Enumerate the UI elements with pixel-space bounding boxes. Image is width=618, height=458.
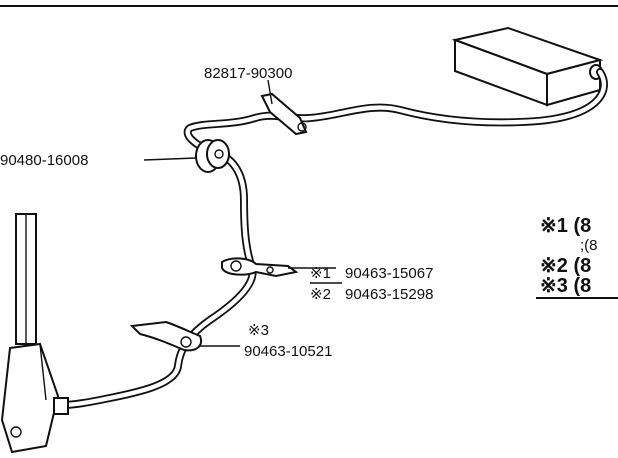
legend-note-1: ※1 (8 — [540, 215, 591, 237]
label-clamp-3-part-number: 90463-10521 — [244, 343, 332, 360]
cable-clamp-3 — [129, 320, 202, 352]
label-grommet-part-number: 90480-16008 — [0, 152, 88, 169]
note-mark-1: ※1 — [310, 265, 331, 282]
antenna-cable — [58, 68, 608, 409]
label-bracket-part-number: 82817-90300 — [204, 65, 292, 82]
antenna-mast — [0, 213, 69, 454]
cable-clamp-1-2 — [221, 257, 299, 278]
cable-bracket — [260, 92, 308, 136]
note-mark-2: ※2 — [310, 286, 331, 303]
leader-lines — [143, 79, 336, 347]
note-mark-3: ※3 — [248, 322, 269, 339]
cable-grommet — [195, 139, 230, 173]
legend-note-3: ※3 (8 — [540, 275, 591, 297]
receiver-box — [451, 26, 604, 107]
notes-legend: ※1 (8 ;(8 ※2 (8 ※3 (8 — [536, 215, 618, 299]
legend-note-1b: ;(8 — [580, 237, 598, 254]
label-clamp-2-part-number: 90463-15298 — [345, 286, 433, 303]
legend-note-2: ※2 (8 — [540, 255, 591, 277]
label-clamp-1-part-number: 90463-15067 — [345, 265, 433, 282]
